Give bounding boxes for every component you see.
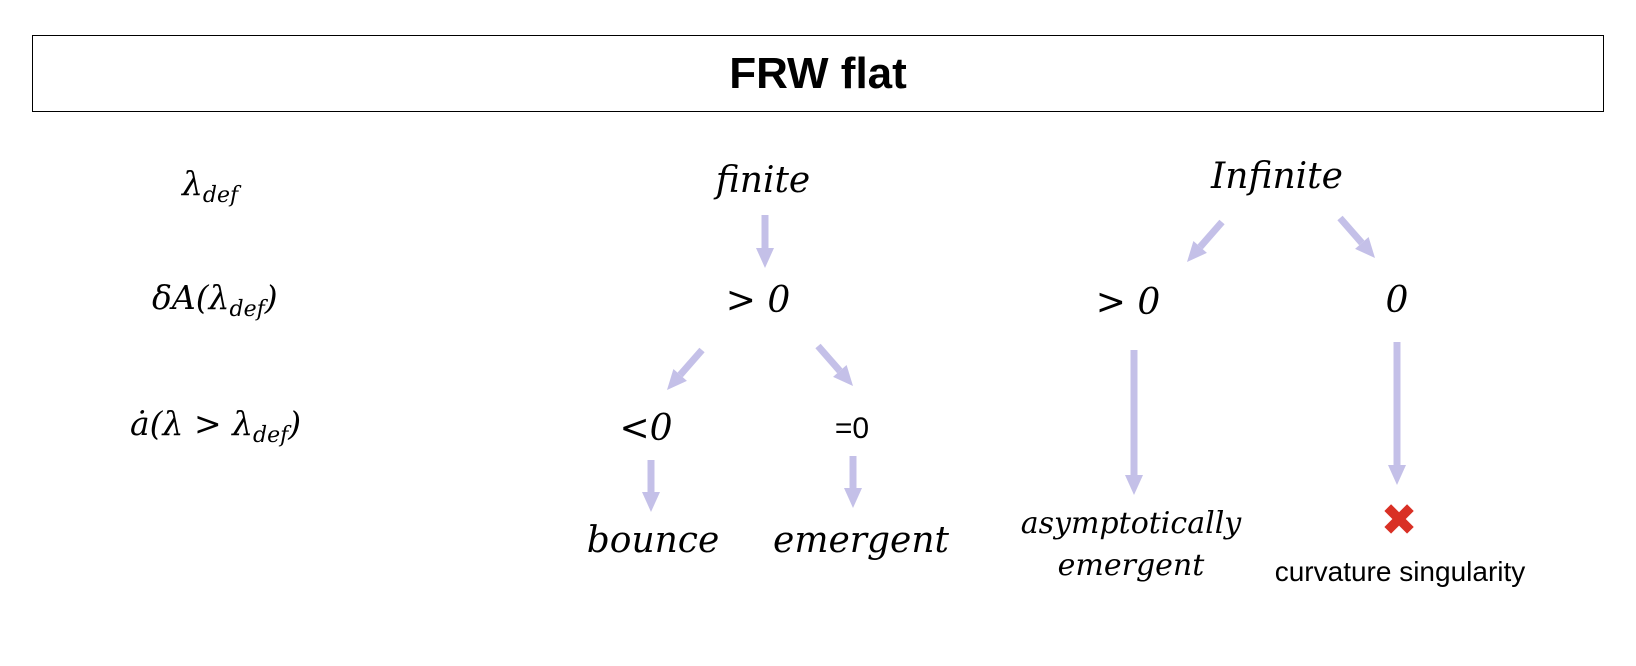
arrow-gt0-to-eq0-head [833,365,853,386]
row1-symbol: λ [182,164,203,203]
arrow-gt0-to-asymptotic [1125,350,1143,495]
title-box: FRW flat [32,35,1604,112]
row2-sub: def [229,297,265,322]
row2-prefix: δA(λ [152,278,230,317]
arrow-gt0-to-lt0-shaft [677,347,705,378]
arrow-lt0-to-bounce [642,460,660,512]
arrow-finite-to-gt0 [756,215,774,268]
arrow-gt0-to-lt0-head [667,369,687,390]
row1-sub: def [202,183,239,208]
node-asymptotically-emergent: asymptotically emergent [1021,503,1241,587]
diagram-title: FRW flat [729,48,907,98]
arrow-infinite-to-zero [1337,215,1375,258]
row3-suffix: ) [288,404,302,443]
arrow-infinite-to-zero-head [1355,237,1375,258]
arrow-lt0-to-bounce-head [642,492,660,512]
row2-suffix: ) [264,278,278,317]
arrow-infinite-to-zero-shaft [1337,215,1365,246]
row3-sub: def [253,423,289,448]
row3-prefix: ȧ(λ > λ [130,404,254,443]
node-finite: finite [715,160,811,201]
node-finite-gt0: > 0 [725,280,791,321]
node-curvature-singularity: curvature singularity [1274,556,1526,587]
node-infinite-gt0: > 0 [1095,282,1161,323]
row-label-lambda-def: λdef [182,164,238,207]
node-infinite: Infinite [1211,156,1343,197]
arrow-gt0-to-asymptotic-head [1125,475,1143,495]
arrow-zero-to-singularity [1388,342,1406,485]
asymptotic-line1: asymptotically [1020,506,1242,541]
arrow-gt0-to-eq0 [815,343,853,386]
row-label-a-dot: ȧ(λ > λdef) [130,404,302,447]
arrow-infinite-to-gt0-head [1187,241,1207,262]
cross-icon: ✖ [1380,495,1418,546]
node-lt0: <0 [619,408,673,449]
arrow-eq0-to-emergent [844,456,862,508]
asymptotic-line2: emergent [1057,548,1205,583]
row-label-delta-a: δA(λdef) [152,278,278,321]
arrow-finite-to-gt0-head [756,248,774,268]
arrow-gt0-to-eq0-shaft [815,343,843,374]
arrow-zero-to-singularity-head [1388,465,1406,485]
arrow-eq0-to-emergent-head [844,488,862,508]
node-eq0: =0 [834,412,870,445]
node-emergent: emergent [773,520,949,561]
arrow-infinite-to-gt0-shaft [1197,219,1225,250]
arrow-infinite-to-gt0 [1187,219,1225,262]
node-infinite-zero: 0 [1385,280,1409,321]
arrow-gt0-to-lt0 [667,347,705,390]
node-bounce: bounce [586,520,720,561]
